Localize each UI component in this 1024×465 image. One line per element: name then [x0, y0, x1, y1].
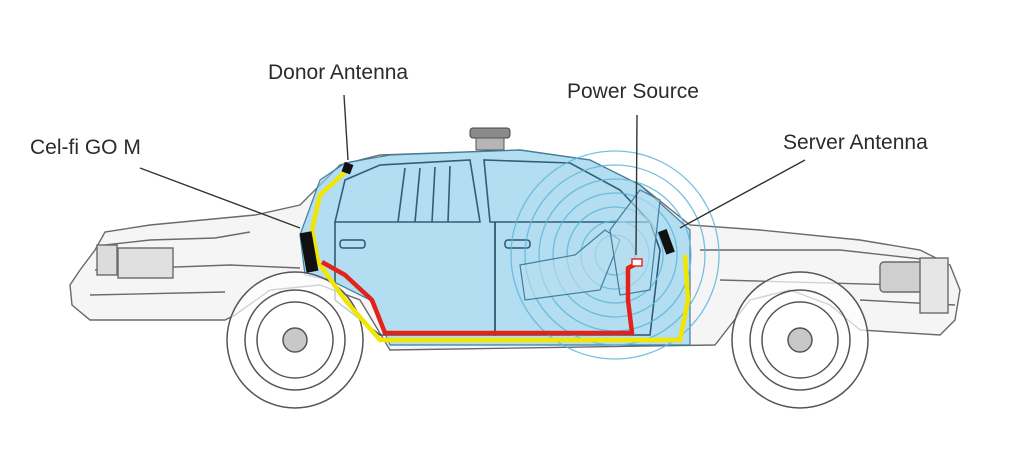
yellow-cable	[309, 170, 691, 343]
seats	[519, 189, 661, 301]
red-cable	[320, 260, 638, 336]
donor-antenna-label: Donor Antenna	[268, 61, 409, 84]
cel-fi-go-m-label: Cel-fi GO M	[30, 136, 141, 159]
donor-antenna-device	[341, 161, 354, 175]
rear-wheel	[731, 271, 869, 409]
front-left-wheel	[226, 271, 364, 409]
server-antenna-device	[658, 229, 675, 255]
server-antenna-label: Server Antenna	[783, 131, 928, 154]
cel-fi-go-m-device	[299, 231, 319, 273]
doors	[334, 221, 661, 336]
power-source-label: Power Source	[567, 80, 699, 103]
power-source-device	[631, 258, 643, 267]
leader-lines	[139, 94, 806, 256]
roof-light-bar	[469, 127, 511, 151]
